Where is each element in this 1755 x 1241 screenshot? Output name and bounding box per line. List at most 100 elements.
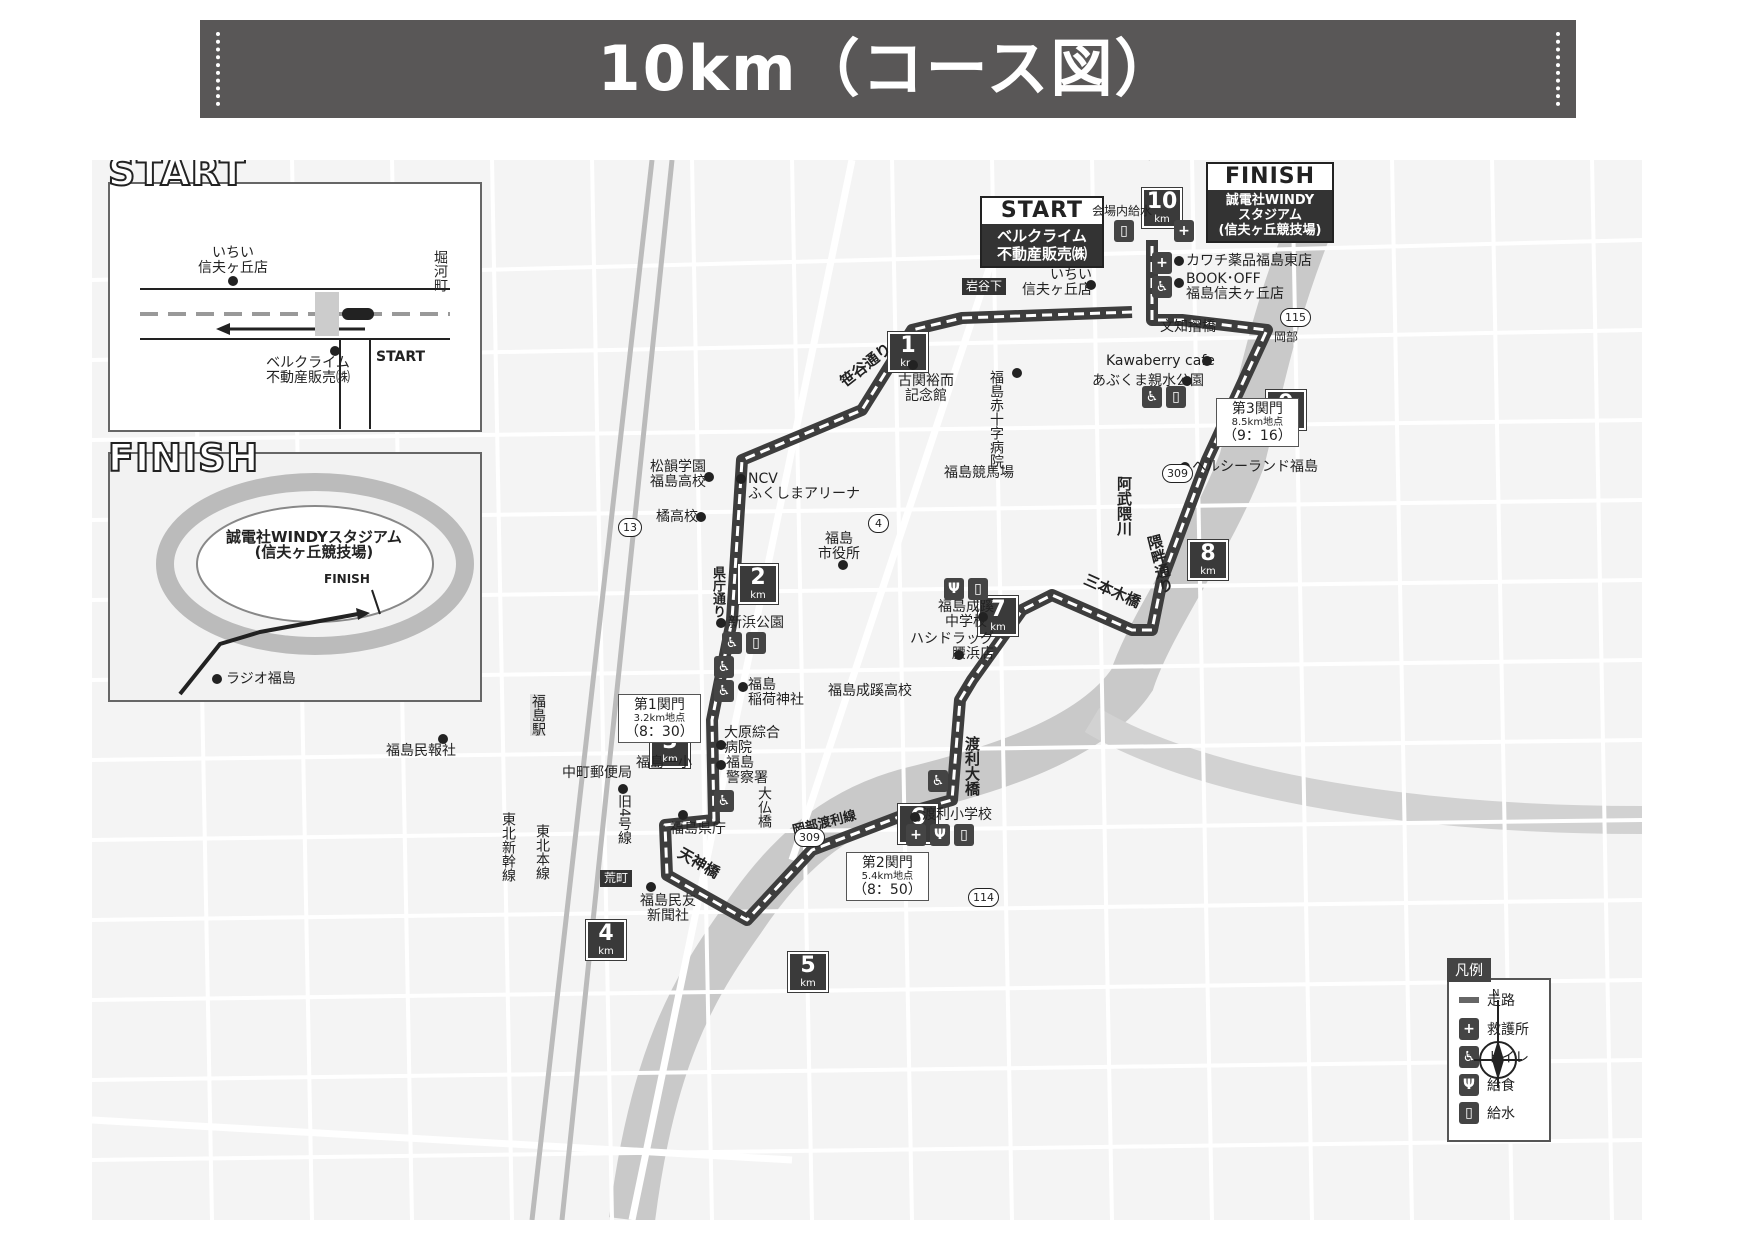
place-kencho-dot: [678, 810, 688, 820]
place-tachibana: 橘高校: [656, 509, 698, 525]
toilet-icon-bookoff: ♿: [1152, 276, 1172, 298]
place-ohara-dot: [716, 740, 726, 750]
start-inset-bellclime: ベルクライム 不動産販売㈱: [266, 355, 350, 386]
start-inset-bellclime-dot: [330, 346, 340, 356]
first-aid-icon-finish: +: [1174, 220, 1194, 242]
place-shinhama-dot: [716, 618, 726, 628]
place-bunchi: 文知摺橋: [1160, 319, 1216, 335]
place-tachibana-dot: [696, 512, 706, 522]
first-aid-icon-kawachi: +: [1152, 252, 1172, 274]
place-seikei-ko: 福島成蹊高校: [828, 683, 912, 699]
start-inset-ichii: いちい 信夫ヶ丘店: [198, 245, 268, 276]
place-ncv-dot: [736, 474, 746, 484]
route-shield-13: 13: [618, 518, 642, 537]
water-icon-venue: ▯: [1114, 220, 1134, 242]
route-swatch-icon: [1459, 997, 1479, 1003]
title-banner: 10km（コース図）: [200, 20, 1576, 118]
finish-inset-radio: ラジオ福島: [226, 671, 296, 687]
route-shield-115: 115: [1280, 308, 1311, 327]
first-aid-icon-watari: +: [906, 824, 926, 846]
place-watari-es-dot: [910, 812, 920, 822]
place-inari-dot: [738, 682, 748, 692]
place-ohara: 大原綜合 病院: [724, 725, 780, 756]
toilet-icon-abukuma: ♿: [1142, 386, 1162, 408]
place-hashidrug-dot: [954, 650, 964, 660]
place-koseki: 古関裕而 記念館: [898, 373, 954, 404]
place-abukuma: あぶくま親水公園: [1092, 373, 1204, 389]
river-abukumagawa: 阿武隈川: [1115, 476, 1133, 536]
place-ncv: NCV ふくしまアリーナ: [748, 471, 860, 502]
road-kyu4: 旧4号線: [616, 794, 632, 845]
place-kawaberry: Kawaberry cafe: [1106, 353, 1215, 369]
place-bookoff: BOOK･OFF 福島信夫ヶ丘店: [1186, 271, 1284, 302]
road-kencho: 県庁通り: [710, 566, 725, 618]
place-shiyakusho-dot: [838, 560, 848, 570]
place-seikei-chu-dot: [978, 612, 988, 622]
finish-sign-body: 誠電社WINDY スタジアム (信夫ヶ丘競技場): [1208, 190, 1332, 241]
food-icon-watari: Ψ: [930, 824, 950, 846]
title-dots-right: [1556, 32, 1560, 106]
place-fukuichisho: 福島一小: [636, 755, 692, 771]
start-inset-map: [140, 288, 450, 429]
place-keiba: 福島競馬場: [944, 465, 1014, 481]
place-keisatsu-dot: [716, 760, 726, 770]
place-okabe: 岡部: [1274, 330, 1299, 344]
legend-route: 走路: [1459, 990, 1515, 1010]
place-keisatsu: 福島 警察署: [726, 755, 768, 786]
start-inset: いちい 信夫ヶ丘店 堀河町 ベルクライム 不動産販売㈱ START: [108, 182, 482, 432]
toilet-icon-shinhama: ♿: [722, 632, 742, 654]
toilet-icon-watari: ♿: [928, 770, 948, 792]
title-dots-left: [216, 32, 220, 106]
finish-inset: 誠電社WINDYスタジアム (信夫ヶ丘競技場) FINISH ラジオ福島: [108, 452, 482, 702]
north-label: N: [1492, 988, 1500, 999]
first-aid-icon: +: [1459, 1018, 1479, 1040]
place-koseki-dot: [908, 360, 918, 370]
course-map: いちい 信夫ヶ丘店 堀河町 ベルクライム 不動産販売㈱ START START …: [92, 160, 1642, 1220]
place-nakamachi-dot: [618, 784, 628, 794]
place-iwaya: 岩谷下: [962, 278, 1007, 295]
start-sign-head: START: [1000, 198, 1084, 223]
place-shiyakusho: 福島 市役所: [818, 531, 860, 562]
place-shoryo: 松韻学園 福島高校: [650, 459, 706, 490]
place-abukuma-dot: [1182, 376, 1192, 386]
water-icon: ▯: [1459, 1102, 1479, 1124]
water-icon-watari: ▯: [954, 824, 974, 846]
water-icon-abukuma: ▯: [1166, 386, 1186, 408]
start-inset-start-label: START: [376, 349, 426, 365]
start-sign: START ベルクライム 不動産販売㈱: [980, 196, 1104, 268]
finish-inset-heading: FINISH: [107, 435, 260, 481]
route-shield-309-b: 309: [794, 828, 825, 847]
place-redcross: 福島赤十字病院: [988, 370, 1004, 468]
place-kawachi-dot: [1174, 256, 1184, 266]
toilet-icon-3km: ♿: [714, 656, 734, 678]
finish-sign-head: FINISH: [1224, 164, 1316, 189]
food-icon: Ψ: [1459, 1074, 1479, 1096]
place-minpo: 福島民報社: [386, 743, 456, 759]
finish-sign: FINISH 誠電社WINDY スタジアム (信夫ヶ丘競技場): [1206, 162, 1334, 243]
place-kawaberry-dot: [1202, 356, 1212, 366]
compass-icon: [1474, 1000, 1522, 1088]
place-minyu: 福島民友 新聞社: [640, 893, 696, 924]
page-title: 10km（コース図）: [597, 32, 1179, 105]
legend-title: 凡例: [1447, 958, 1491, 982]
place-hashidrug: ハシドラッグ 腰浜店: [910, 631, 994, 662]
start-sign-body: ベルクライム 不動産販売㈱: [982, 224, 1102, 266]
road-watari-ohashi: 渡利大橋: [963, 736, 981, 796]
station-fukushima: 福島駅: [530, 694, 546, 736]
place-minpo-dot: [438, 734, 448, 744]
place-arakawa: 荒町: [600, 870, 633, 887]
start-inset-ichii-dot: [228, 276, 238, 286]
water-icon-seikei: ▯: [968, 578, 988, 600]
toilet-icon: ♿: [1459, 1046, 1479, 1068]
route-shield-309-a: 309: [1162, 464, 1193, 483]
place-shinhama: 新浜公園: [728, 615, 784, 631]
toilet-icon-inari: ♿: [714, 680, 734, 702]
legend-water: ▯給水: [1459, 1102, 1515, 1124]
route-shield-4: 4: [868, 514, 889, 533]
rail-tohoku-shinkansen: 東北新幹線: [500, 812, 516, 882]
